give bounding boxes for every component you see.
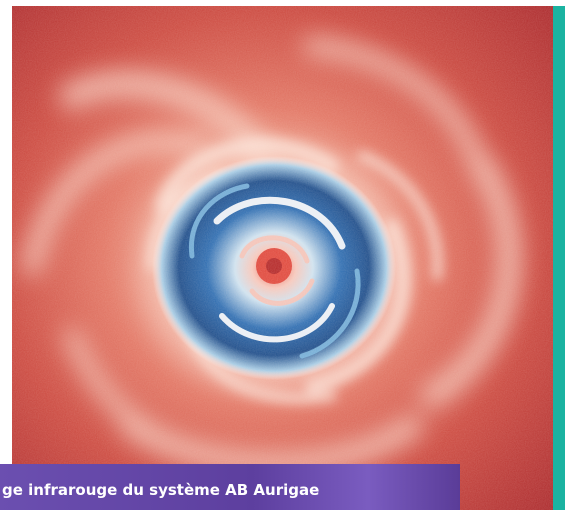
image-caption-text: ge infrarouge du système AB Aurigae bbox=[2, 481, 320, 499]
accent-side-bar bbox=[553, 6, 565, 510]
ab-aurigae-infrared-image bbox=[12, 6, 553, 510]
infrared-disk-artwork bbox=[12, 6, 553, 510]
image-caption-band: ge infrarouge du système AB Aurigae bbox=[0, 464, 460, 510]
